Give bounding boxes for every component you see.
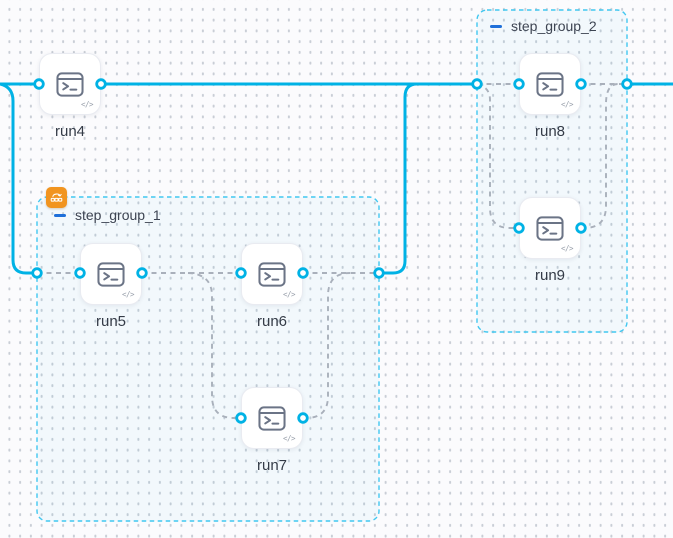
- group-step-group-1: step_group_1: [37, 187, 379, 521]
- code-language-icon: </>: [282, 434, 296, 443]
- node-card[interactable]: </>: [241, 243, 303, 305]
- loop-tasks-icon: [46, 187, 67, 208]
- node-run9[interactable]: </> run9: [519, 197, 581, 284]
- node-label: run6: [256, 313, 288, 330]
- group-step-group-2: step_group_2: [477, 10, 627, 332]
- terminal-icon: [536, 71, 565, 98]
- terminal-icon: [536, 215, 565, 242]
- terminal-icon: [56, 71, 85, 98]
- terminal-icon: [258, 261, 287, 288]
- node-card[interactable]: </>: [519, 53, 581, 115]
- code-language-icon: </>: [80, 100, 94, 109]
- group-title: step_group_1: [75, 207, 161, 223]
- node-card[interactable]: </>: [519, 197, 581, 259]
- group-header-step-group-1: step_group_1: [53, 207, 161, 223]
- node-label: run4: [54, 123, 86, 140]
- group-header-step-group-2: step_group_2: [489, 18, 597, 34]
- code-language-icon: </>: [560, 100, 574, 109]
- code-language-icon: </>: [121, 290, 135, 299]
- edge-start-group1: [0, 82, 39, 275]
- node-card[interactable]: </>: [80, 243, 142, 305]
- node-run8[interactable]: </> run8: [519, 53, 581, 140]
- collapse-group-button[interactable]: [489, 20, 502, 33]
- node-run6[interactable]: </> run6: [241, 243, 303, 330]
- code-language-icon: </>: [282, 290, 296, 299]
- minus-icon: [489, 24, 502, 28]
- code-language-icon: </>: [560, 244, 574, 253]
- edge-group1-group2: [377, 82, 479, 275]
- terminal-icon: [97, 261, 126, 288]
- node-label: run9: [534, 267, 566, 284]
- collapse-group-button[interactable]: [53, 209, 66, 222]
- node-card[interactable]: </>: [241, 387, 303, 449]
- node-label: run7: [256, 457, 288, 474]
- node-run5[interactable]: </> run5: [80, 243, 142, 330]
- node-card[interactable]: </>: [39, 53, 101, 115]
- node-label: run5: [95, 313, 127, 330]
- node-run4[interactable]: </> run4: [39, 53, 101, 140]
- node-run7[interactable]: </> run7: [241, 387, 303, 474]
- minus-icon: [53, 213, 66, 217]
- group-title: step_group_2: [511, 18, 597, 34]
- terminal-icon: [258, 405, 287, 432]
- node-label: run8: [534, 123, 566, 140]
